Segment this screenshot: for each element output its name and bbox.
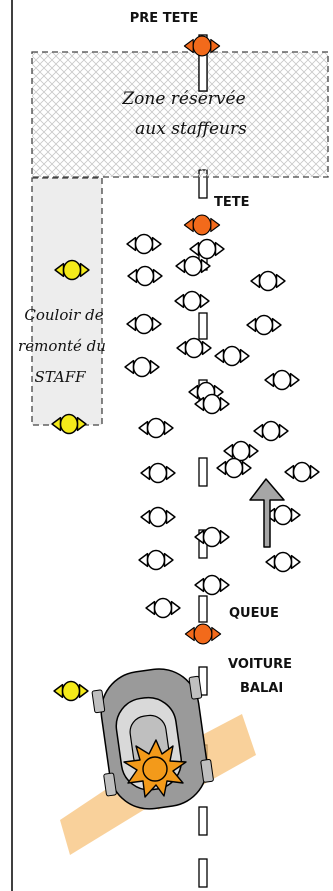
rider-icon <box>265 370 299 389</box>
car-top-view-icon <box>90 663 216 815</box>
pre-tete-label: PRE TETE <box>130 11 198 26</box>
rider-icon <box>266 505 300 524</box>
rider-icon <box>141 507 175 526</box>
rider-icon <box>146 598 180 617</box>
rider-icon <box>125 357 159 376</box>
rider-icon <box>141 463 175 482</box>
voiture-label-line1: VOITURE <box>228 657 292 672</box>
rider-icon <box>127 234 161 253</box>
couloir-label-line3: STAFF <box>34 368 86 386</box>
staff-reserved-zone <box>32 52 328 177</box>
rider-icon <box>224 441 258 460</box>
rider-icon <box>139 550 173 569</box>
rider-icon <box>285 462 319 481</box>
rider-icon <box>190 239 224 258</box>
rider-icon <box>127 314 161 333</box>
rider-icon <box>254 421 288 440</box>
rider-icon <box>215 346 249 365</box>
staff-rider-icon <box>54 681 88 700</box>
rider-icon <box>139 418 173 437</box>
peloton <box>125 234 319 617</box>
voiture-label-line2: BALAI <box>240 681 283 696</box>
rider-icon <box>128 266 162 285</box>
zone-label-line2: aux staffeurs <box>135 119 247 139</box>
queue-label: QUEUE <box>229 606 279 621</box>
rider-icon <box>217 458 251 477</box>
rider-icon <box>177 338 211 357</box>
rider-icon <box>251 271 285 290</box>
staff-corridor <box>32 178 102 425</box>
queue-rider-icon <box>185 624 220 644</box>
tete-label: TETE <box>214 195 250 210</box>
couloir-label-line1: Couloir de <box>24 306 103 324</box>
rider-icon <box>247 315 281 334</box>
rider-icon <box>195 575 229 594</box>
rider-icon <box>266 552 300 571</box>
rider-icon <box>175 291 209 310</box>
couloir-label-line2: remonté du <box>18 337 106 355</box>
tete-rider-icon <box>184 215 219 235</box>
zone-label-line1: Zone réservée <box>121 89 245 109</box>
